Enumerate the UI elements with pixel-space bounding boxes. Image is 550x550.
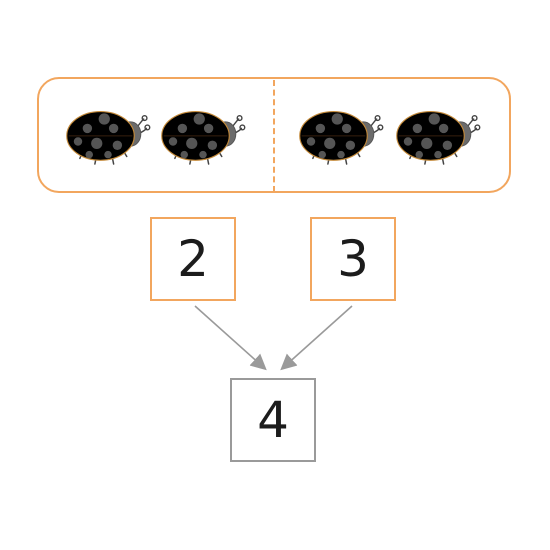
- ladybug-icon-yellow-2: [396, 110, 481, 165]
- arrow-icon-right: [280, 305, 353, 371]
- result-number: 4: [257, 391, 289, 449]
- ladybug-icon-red-1: .r .bug-body{fill:#e8514a}: [66, 110, 151, 165]
- number-box-right: 3: [310, 217, 396, 301]
- number-left: 2: [177, 230, 209, 288]
- ladybug-icon-red-2: [161, 110, 246, 165]
- ladybug-icon-yellow-1: .y .bug-body{fill:#f7dc6f}: [299, 110, 384, 165]
- arrow-icon-left: [194, 305, 267, 371]
- number-right: 3: [337, 230, 369, 288]
- result-box: 4: [230, 378, 316, 462]
- number-box-left: 2: [150, 217, 236, 301]
- panel-divider: [273, 80, 275, 192]
